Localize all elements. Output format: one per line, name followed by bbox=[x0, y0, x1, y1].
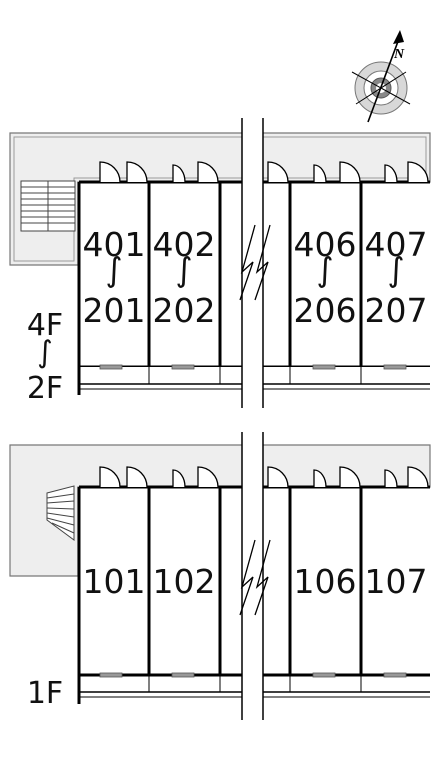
unit-label-106: 106 bbox=[294, 562, 357, 601]
floor-label-1f: 1F bbox=[27, 676, 63, 711]
upper-unit-labels: 401 ∫ 201 402 ∫ 202 406 ∫ 206 407 ∫ 207 bbox=[83, 225, 428, 330]
floor-label-4f: 4F bbox=[27, 308, 63, 343]
unit-label-207: 207 bbox=[365, 291, 428, 330]
unit-connector: ∫ bbox=[105, 250, 122, 289]
lower-break-line bbox=[239, 432, 271, 720]
unit-connector: ∫ bbox=[316, 250, 333, 289]
floor-range-label: 4F ∫ 2F bbox=[27, 308, 63, 406]
unit-label-407: 407 bbox=[365, 225, 428, 264]
lower-doors bbox=[99, 466, 429, 488]
lower-floor-block: 101 102 106 107 1F bbox=[9, 432, 431, 720]
unit-connector: ∫ bbox=[175, 250, 192, 289]
unit-label-402: 402 bbox=[153, 225, 216, 264]
unit-label-202: 202 bbox=[153, 291, 216, 330]
floor-label-connector: ∫ bbox=[37, 335, 53, 370]
unit-label-102: 102 bbox=[153, 562, 216, 601]
unit-label-101: 101 bbox=[83, 562, 146, 601]
compass-north-label: N bbox=[393, 47, 405, 62]
lower-unit-labels: 101 102 106 107 bbox=[83, 562, 428, 601]
compass-rose-icon: N bbox=[351, 30, 411, 123]
unit-label-406: 406 bbox=[294, 225, 357, 264]
upper-doors bbox=[99, 161, 429, 183]
unit-label-401: 401 bbox=[83, 225, 146, 264]
unit-label-201: 201 bbox=[83, 291, 146, 330]
unit-connector: ∫ bbox=[387, 250, 404, 289]
floor-label-2f: 2F bbox=[27, 371, 63, 406]
unit-label-107: 107 bbox=[365, 562, 428, 601]
unit-label-206: 206 bbox=[294, 291, 357, 330]
upper-break-line bbox=[239, 118, 271, 408]
lower-staircase bbox=[46, 485, 75, 541]
upper-staircase bbox=[20, 180, 76, 232]
upper-floor-block: 401 ∫ 201 402 ∫ 202 406 ∫ 206 407 ∫ 207 … bbox=[9, 118, 431, 408]
